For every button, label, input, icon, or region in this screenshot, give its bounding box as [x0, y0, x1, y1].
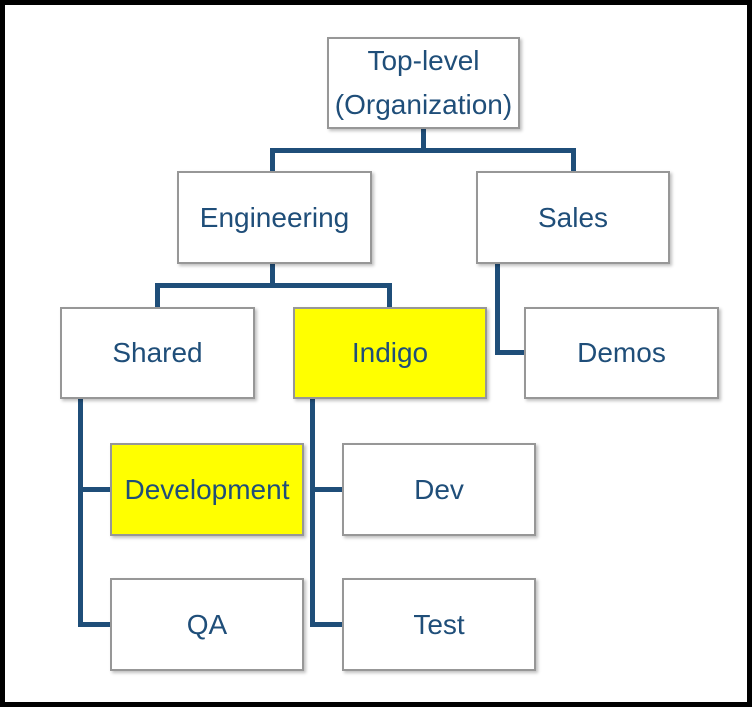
org-chart-canvas: Top-level (Organization) Engineering Sal… — [5, 5, 747, 702]
org-node-indigo: Indigo — [293, 307, 487, 399]
org-node-demos: Demos — [524, 307, 719, 399]
connector-top-bar — [270, 148, 576, 153]
connector-engineering-bar — [155, 283, 392, 288]
connector-shared-hang — [78, 399, 83, 627]
connector-indigo-hang — [310, 399, 315, 627]
org-node-indigo-label: Indigo — [351, 337, 429, 368]
org-node-test: Test — [342, 578, 536, 671]
connector-stub-demos — [498, 350, 524, 355]
org-node-top-level-label-line2: (Organization) — [334, 89, 513, 120]
connector-stub-development — [81, 487, 110, 492]
connector-drop-sales — [571, 151, 576, 171]
connector-stub-dev — [313, 487, 342, 492]
org-node-dev-label: Dev — [414, 473, 464, 505]
org-node-engineering-label: Engineering — [199, 201, 350, 233]
connector-drop-shared — [155, 286, 160, 307]
org-node-development-label: Development — [124, 473, 290, 505]
connector-stub-qa — [81, 622, 110, 627]
connector-sales-hang — [495, 264, 500, 355]
org-node-demos-label: Demos — [577, 337, 666, 368]
org-node-engineering: Engineering — [177, 171, 372, 264]
org-node-development: Development — [110, 443, 304, 536]
org-node-test-label: Test — [413, 608, 465, 640]
connector-stub-test — [313, 622, 342, 627]
org-node-sales-label: Sales — [537, 201, 609, 233]
org-node-shared: Shared — [60, 307, 255, 399]
org-node-sales: Sales — [476, 171, 670, 264]
org-node-top-level-label-line1: Top-level — [367, 45, 480, 76]
connector-top-stem — [421, 129, 426, 150]
org-node-top-level: Top-level (Organization) — [327, 37, 520, 129]
connector-engineering-stem — [270, 264, 275, 285]
org-node-shared-label: Shared — [112, 337, 203, 368]
connector-drop-indigo — [387, 286, 392, 307]
connector-drop-engineering — [270, 151, 275, 171]
org-node-qa-label: QA — [186, 608, 228, 640]
org-node-qa: QA — [110, 578, 304, 671]
org-node-dev: Dev — [342, 443, 536, 536]
